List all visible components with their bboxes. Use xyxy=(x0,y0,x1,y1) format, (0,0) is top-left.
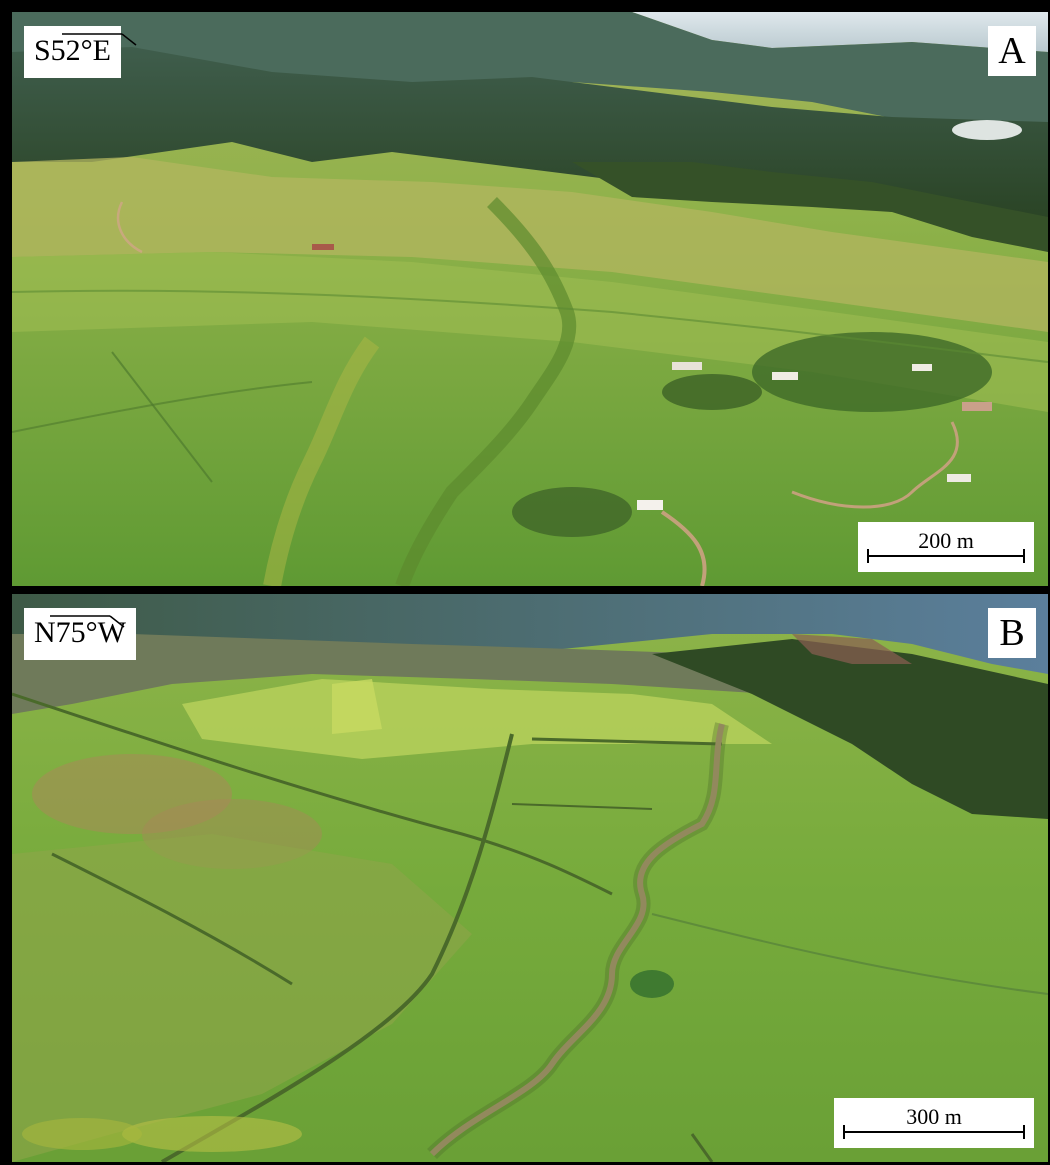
panel-b-scale-label: 300 m xyxy=(906,1104,962,1129)
panel-a-scale-label: 200 m xyxy=(918,528,974,553)
panel-b-bearing-text: N75°W xyxy=(34,616,126,649)
panel-b-scale-bar: 300 m xyxy=(834,1098,1034,1148)
panel-b-landscape xyxy=(12,594,1048,1162)
panel-a-bearing-text: S52°E xyxy=(34,34,112,67)
panel-a-scale-bar: 200 m xyxy=(858,522,1034,572)
panel-b-bearing-label: N75°W xyxy=(24,608,136,660)
panel-a-landscape xyxy=(12,12,1048,586)
panel-a-letter: A xyxy=(988,26,1036,76)
panel-a-photo: S52°E A 200 m xyxy=(12,12,1048,586)
scale-bar-icon xyxy=(843,1125,1025,1139)
panel-a-bearing-label: S52°E xyxy=(24,26,137,78)
panel-b-photo: N75°W B 300 m xyxy=(12,594,1048,1162)
scale-bar-icon xyxy=(867,549,1025,563)
panel-b-letter: B xyxy=(988,608,1036,658)
